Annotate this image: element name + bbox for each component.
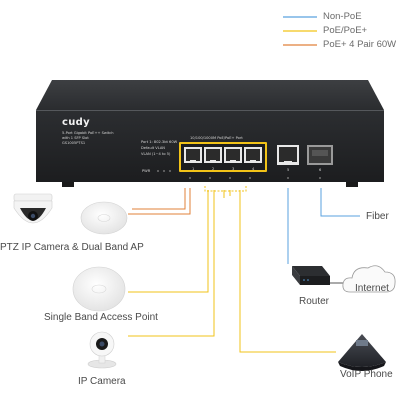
cable-port1-ap bbox=[132, 188, 186, 210]
switch-info-line2: Default VLAN bbox=[141, 146, 165, 150]
switch-power-label: PWR bbox=[142, 169, 151, 173]
cable-port1-ptz bbox=[128, 188, 191, 215]
single-ap-label: Single Band Access Point bbox=[44, 312, 158, 323]
switch-info-line3: VLAN (1~4 to 5) bbox=[141, 152, 171, 156]
cloud-icon bbox=[342, 265, 396, 293]
router-icon bbox=[292, 266, 330, 285]
poe-bracket bbox=[204, 186, 247, 192]
legend-label-poe: PoE/PoE+ bbox=[323, 25, 368, 36]
fiber-label: Fiber bbox=[366, 211, 389, 222]
dual-band-ap-icon bbox=[80, 201, 128, 235]
port-number-5: 5 bbox=[287, 168, 290, 172]
sfp-slot bbox=[307, 145, 333, 165]
single-band-ap-icon bbox=[72, 266, 126, 312]
rj45-port-3 bbox=[224, 147, 242, 163]
port-number-1: 1 bbox=[192, 167, 195, 171]
port-number-2: 2 bbox=[212, 167, 215, 171]
switch-model-code: GS1005PTS1 bbox=[62, 141, 86, 145]
internet-label: Internet bbox=[355, 283, 389, 294]
port-number-3: 3 bbox=[232, 167, 235, 171]
cable-fiber bbox=[320, 188, 360, 217]
switch-model-line1: 5-Port Gigabit PoE++ Switch bbox=[62, 131, 114, 135]
cable-ip-camera bbox=[128, 190, 215, 337]
poe-switch bbox=[36, 80, 384, 187]
rj45-port-2 bbox=[204, 147, 222, 163]
ip-camera-label: IP Camera bbox=[78, 376, 126, 387]
ip-camera-icon bbox=[87, 331, 117, 369]
switch-brand-logo: cudy bbox=[62, 117, 90, 128]
cables bbox=[128, 188, 360, 353]
rj45-port-5 bbox=[277, 145, 299, 165]
switch-ports-header: 10/100/1000M PoE/PoE+ Port bbox=[190, 136, 243, 140]
port-number-6: 6 bbox=[319, 168, 322, 172]
port-number-4: 4 bbox=[252, 167, 255, 171]
switch-model-line2: with 1 SFP Slot bbox=[62, 136, 89, 140]
legend-label-non-poe: Non-PoE bbox=[323, 11, 362, 22]
ptz-camera-icon bbox=[13, 193, 53, 224]
router-label: Router bbox=[299, 296, 330, 307]
rj45-port-1 bbox=[184, 147, 202, 163]
cable-single-ap bbox=[128, 190, 209, 293]
voip-phone-label: VoIP Phone bbox=[340, 369, 393, 380]
rj45-port-4 bbox=[244, 147, 262, 163]
ptz-camera-label: PTZ IP Camera & Dual Band AP bbox=[0, 242, 144, 253]
switch-info-line1: Port 1: 802.3bt 60W bbox=[141, 140, 178, 144]
cable-voip-phone bbox=[239, 190, 336, 353]
voip-phone-icon bbox=[338, 334, 386, 371]
legend-label-poe-4pair: PoE+ 4 Pair 60W bbox=[323, 39, 397, 50]
